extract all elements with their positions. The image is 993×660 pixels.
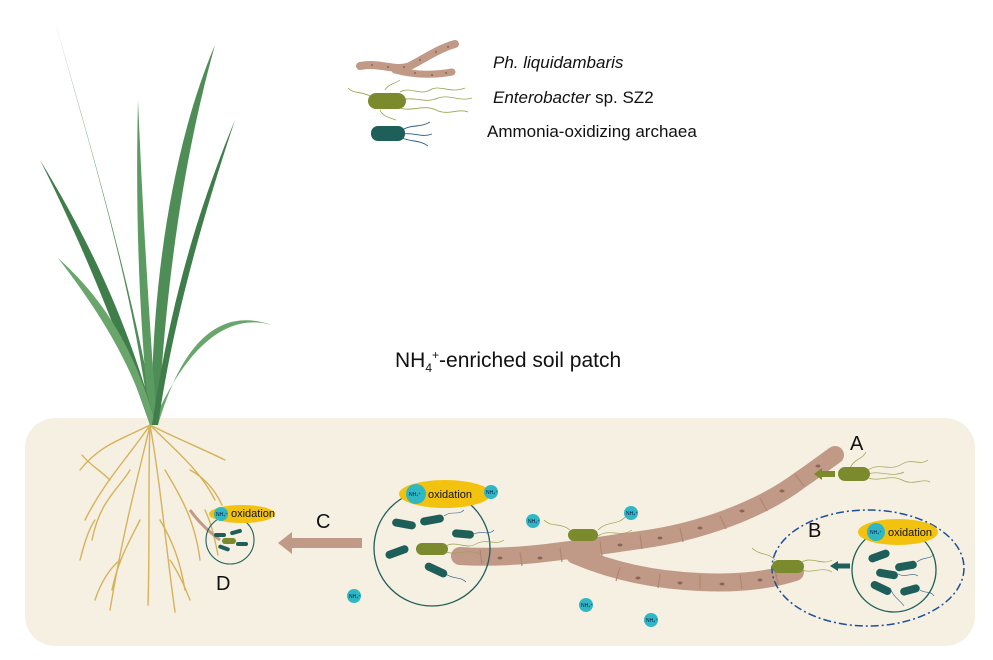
legend-bacterium-symbol xyxy=(347,79,473,121)
ammonium-ion: NH₄⁺ xyxy=(624,506,638,520)
label-c: C xyxy=(316,511,330,533)
svg-text:NH₄⁺: NH₄⁺ xyxy=(486,490,498,496)
site-a xyxy=(814,451,931,483)
middle-colony: NH₄⁺ oxidation xyxy=(373,480,505,607)
ammonium-ion: NH₄⁺ xyxy=(347,589,361,603)
legend-bacterium-label: Enterobacter sp. SZ2 xyxy=(493,88,654,107)
arrow-icon xyxy=(814,468,822,480)
svg-text:NH₄⁺: NH₄⁺ xyxy=(528,519,540,525)
oxidation-middle-ion: NH₄⁺ xyxy=(409,492,421,498)
ammonium-ion: NH₄⁺ xyxy=(644,613,658,627)
arrow-c xyxy=(278,532,362,554)
legend-archaea-symbol xyxy=(371,121,433,147)
plant-roots xyxy=(79,424,226,613)
plant-leaves xyxy=(40,22,272,425)
svg-text:NH₄⁺: NH₄⁺ xyxy=(349,594,361,600)
label-d: D xyxy=(216,573,230,595)
fungal-hyphae xyxy=(451,446,844,592)
ammonium-ions: NH₄⁺ NH₄⁺ NH₄⁺ NH₄⁺ NH₄⁺ NH₄⁺ xyxy=(347,485,658,627)
legend-archaea-label: Ammonia-oxidizing archaea xyxy=(487,122,697,141)
site-d: NH₄⁺ oxidation xyxy=(188,505,275,565)
svg-text:NH₄⁺: NH₄⁺ xyxy=(626,511,638,517)
label-a: A xyxy=(850,433,864,455)
arrow-icon xyxy=(830,561,838,571)
oxidation-b-label: oxidation xyxy=(888,527,932,539)
ammonium-ion: NH₄⁺ xyxy=(526,514,540,528)
legend-fungus-symbol xyxy=(356,40,459,78)
patch-title: NH4+-enriched soil patch xyxy=(395,348,622,376)
oxidation-d-ion: NH₄⁺ xyxy=(216,512,228,518)
bacterium-on-hypha xyxy=(543,515,633,541)
label-b: B xyxy=(808,520,821,542)
site-b: NH₄⁺ oxidation xyxy=(751,509,965,627)
ammonium-ion: NH₄⁺ xyxy=(484,485,498,499)
site-b-boundary xyxy=(771,509,965,627)
oxidation-d-label: oxidation xyxy=(231,508,275,520)
svg-text:NH₄⁺: NH₄⁺ xyxy=(646,618,658,624)
oxidation-b-ion: NH₄⁺ xyxy=(870,530,882,536)
legend-fungus-label: Ph. liquidambaris xyxy=(493,53,624,72)
grass-plant xyxy=(40,22,272,613)
oxidation-middle-label: oxidation xyxy=(428,489,472,501)
ammonium-ion: NH₄⁺ xyxy=(579,598,593,612)
svg-text:NH₄⁺: NH₄⁺ xyxy=(581,603,593,609)
